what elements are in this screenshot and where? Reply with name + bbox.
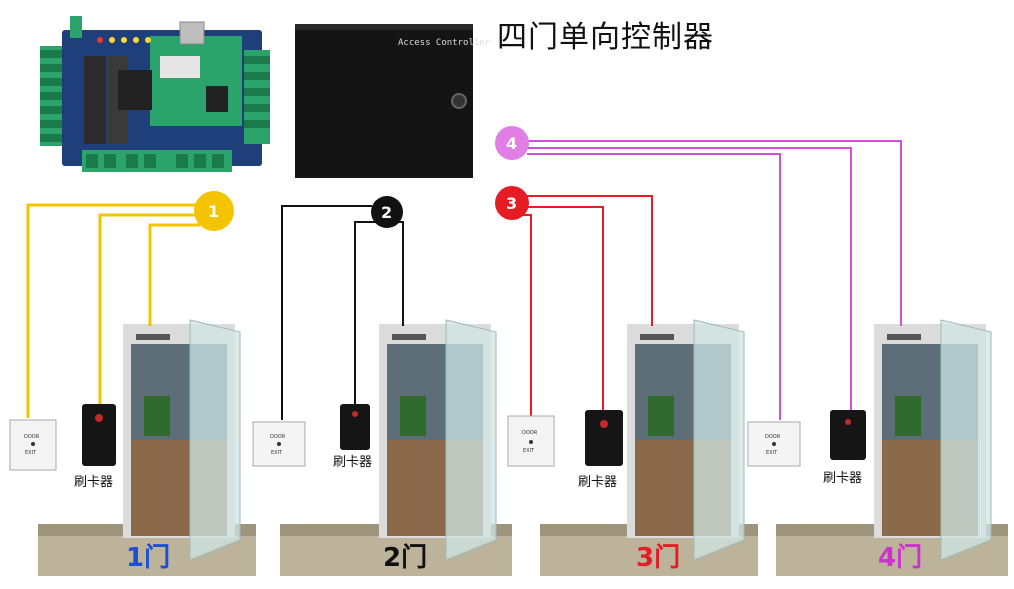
- reader-label: 刷卡器: [578, 475, 617, 490]
- door-label-3: 3门: [636, 543, 680, 573]
- door-frame-3: [627, 319, 745, 561]
- svg-text:EXIT: EXIT: [523, 448, 535, 454]
- wire-2-exit: [281, 205, 372, 420]
- diagram-title: 四门单向控制器: [497, 20, 714, 55]
- svg-text:EXIT: EXIT: [25, 450, 37, 456]
- svg-text:3: 3: [506, 194, 517, 213]
- door-badge-4: 4: [495, 126, 529, 160]
- exit-button-1: DOOR EXIT: [9, 419, 57, 471]
- reader-label: 刷卡器: [333, 455, 372, 470]
- key-icon: [31, 442, 35, 446]
- reader-label: 刷卡器: [823, 471, 862, 486]
- wire-2-reader: [354, 221, 378, 404]
- access-controller-box: Access Controller: [295, 24, 491, 178]
- controller-label: Access Controller: [398, 38, 491, 48]
- svg-text:1: 1: [208, 202, 219, 221]
- door-frame-2: [379, 319, 497, 561]
- door-badge-3: 3: [495, 186, 529, 220]
- door-badge-1: 1: [194, 191, 234, 231]
- wire-4-reader: [527, 147, 852, 410]
- wire-1-reader: [98, 213, 200, 404]
- wire-3-exit: [506, 214, 532, 420]
- card-reader-4: 刷卡器: [823, 410, 866, 486]
- card-reader-1: 刷卡器: [74, 404, 116, 490]
- svg-text:DOOR: DOOR: [765, 434, 781, 440]
- lock-icon: [451, 93, 467, 109]
- reader-label: 刷卡器: [74, 475, 113, 490]
- wire-1-exit: [26, 203, 200, 418]
- svg-text:DOOR: DOOR: [270, 434, 286, 440]
- door-label-4: 4门: [878, 543, 922, 573]
- wire-4-exit: [527, 153, 781, 420]
- wire-1-lock: [148, 223, 200, 326]
- svg-text:4: 4: [506, 134, 517, 153]
- door-frame-4: [874, 319, 992, 561]
- exit-button-2: DOOR EXIT: [252, 421, 306, 467]
- wire-2-lock: [398, 221, 404, 326]
- wire-3-lock: [526, 195, 653, 326]
- wire-4-lock: [527, 140, 902, 326]
- key-icon: [277, 442, 281, 446]
- wire-3-reader: [520, 206, 604, 410]
- svg-text:EXIT: EXIT: [271, 450, 283, 456]
- svg-text:2: 2: [381, 203, 392, 222]
- key-icon: [529, 440, 533, 444]
- door-badge-2: 2: [371, 196, 403, 228]
- door-label-1: 1门: [126, 543, 170, 573]
- door-label-2: 2门: [383, 543, 427, 573]
- key-icon: [772, 442, 776, 446]
- card-reader-3: 刷卡器: [578, 410, 623, 490]
- door-frame-1: [123, 319, 241, 561]
- svg-text:EXIT: EXIT: [766, 450, 778, 456]
- exit-button-3: DOOR EXIT: [507, 415, 555, 467]
- card-reader-2: 刷卡器: [333, 404, 372, 470]
- exit-button-4: DOOR EXIT: [747, 421, 801, 467]
- svg-text:DOOR: DOOR: [24, 434, 40, 440]
- svg-text:DOOR: DOOR: [522, 430, 538, 436]
- controller-board: [40, 16, 270, 172]
